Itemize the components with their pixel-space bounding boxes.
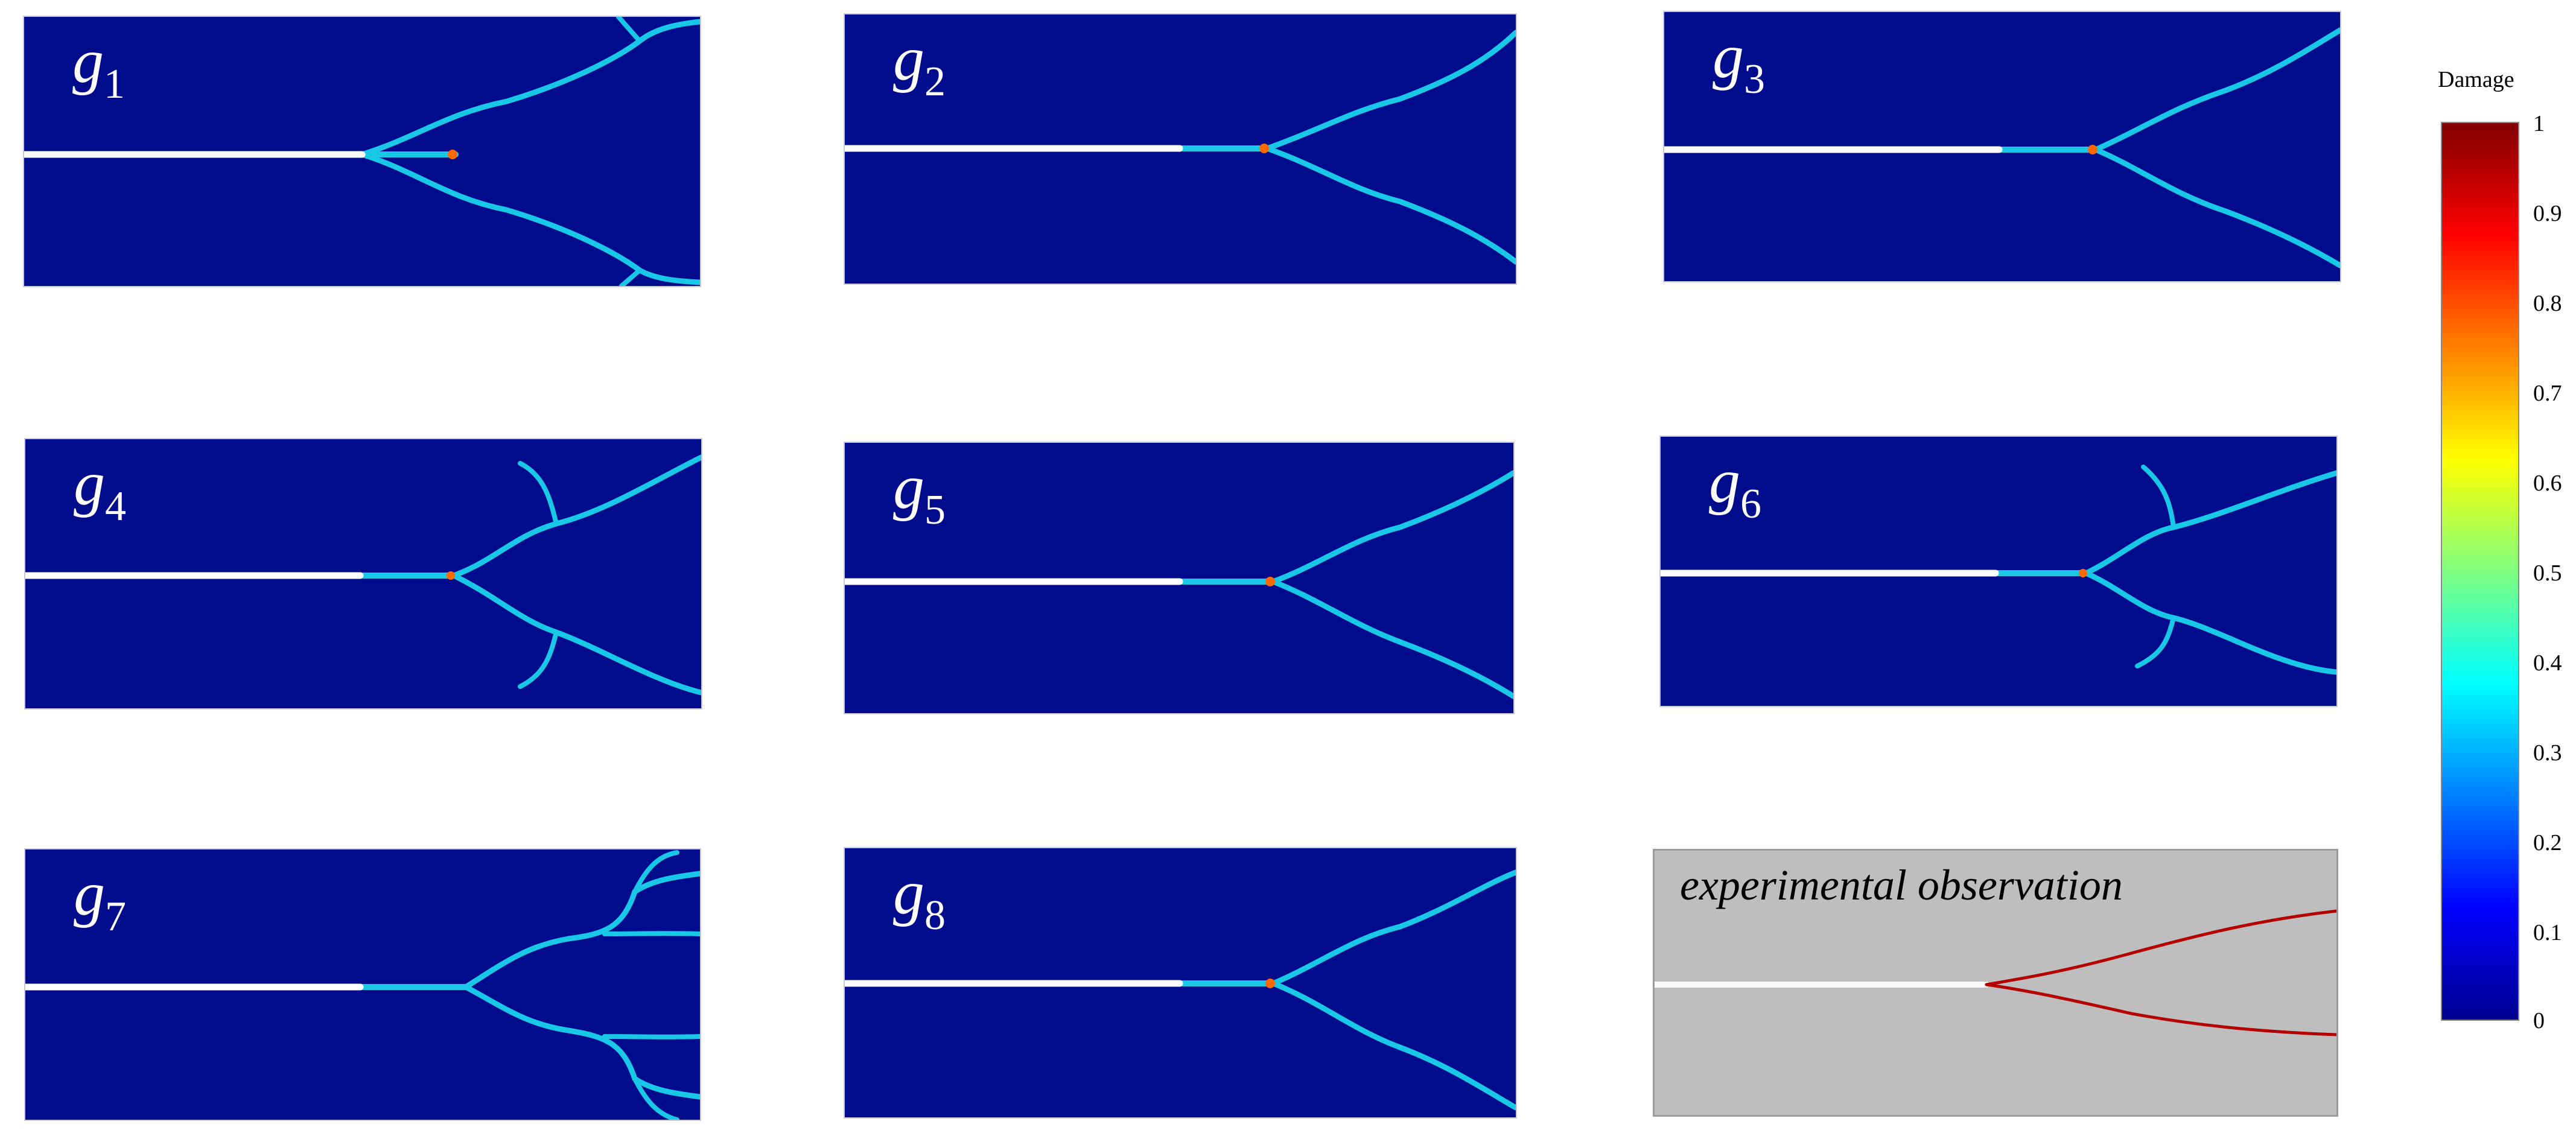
panel-label-g6: g6 [1709,446,1761,527]
colorbar-title: Damage [2438,67,2514,92]
crack-branch [2141,465,2176,530]
crack-pattern-g6 [1661,465,2336,675]
crack-branch [518,461,559,526]
crack-pattern-g5 [845,470,1513,699]
panel-label-g2: g2 [893,24,946,105]
crack-pattern-g1 [24,17,700,286]
crack-branch [602,931,700,936]
crack-branch [359,19,700,157]
experimental-crack-sketch [1655,909,2336,1036]
colorbar-tick: 0.9 [2533,201,2562,226]
panel-g8: g8 [845,848,1516,1117]
panel-label-g1: g1 [72,27,125,107]
panel-label-g7: g7 [74,859,126,940]
panel-g6: g6 [1661,437,2336,706]
crack-branch [463,871,700,990]
crack-branch [1270,470,1513,585]
panel-label-g3: g3 [1713,22,1765,103]
experimental-observation-label: experimental observation [1680,861,2123,909]
crack-branch [451,573,701,696]
crack-branch [2093,147,2340,268]
colorbar-tick: 0.6 [2533,471,2562,496]
colorbar-tick: 0.4 [2533,650,2562,676]
crack-branch [1270,980,1516,1111]
colorbar-tick: 0.5 [2533,560,2562,586]
panel-label-g5: g5 [893,452,946,533]
panel-g4: g4 [25,439,701,708]
colorbar-tick: 0.2 [2533,830,2562,855]
crack-branch [632,850,679,894]
colorbar-tick: 0.8 [2533,291,2562,316]
panel-label-g8: g8 [893,858,946,939]
crack-branch [359,151,700,285]
crack-branch [1264,30,1516,151]
crack-pattern-g7 [25,850,700,1120]
panel-label-g4: g4 [74,449,126,530]
crack-branch [632,1076,679,1120]
crack-branch [1985,909,2336,986]
crack-branch [518,630,559,689]
crack-pattern-g2 [845,30,1516,265]
panel-g3: g3 [1664,12,2340,281]
crack-branch [2135,615,2176,668]
damage-colorbar [2441,122,2519,1021]
crack-branch [616,17,642,43]
crack-pattern-g8 [845,869,1516,1111]
panel-g2: g2 [845,14,1516,284]
panel-g1: g1 [24,17,700,286]
crack-branch [2083,470,2336,576]
colorbar-tick: 0.3 [2533,740,2562,766]
crack-branch [1985,983,2336,1036]
panel-experimental-observation: experimental observation [1655,851,2336,1115]
crack-branch [619,268,642,286]
crack-branch [1270,869,1516,986]
crack-pattern-g3 [1664,27,2340,268]
panel-g5: g5 [845,443,1513,713]
colorbar-tick: 1 [2533,111,2545,136]
crack-branch [1264,145,1516,265]
crack-pattern-g4 [25,454,701,696]
crack-branch [2093,27,2340,153]
crack-branch [463,984,700,1100]
crack-branch [602,1034,700,1040]
colorbar-tick: 0 [2533,1008,2545,1033]
colorbar-tick: 0.1 [2533,920,2562,945]
colorbar-tick: 0.7 [2533,381,2562,406]
crack-branch [1270,579,1513,699]
crack-branch [451,454,701,579]
crack-branch [2083,570,2336,675]
panel-g7: g7 [25,849,700,1120]
